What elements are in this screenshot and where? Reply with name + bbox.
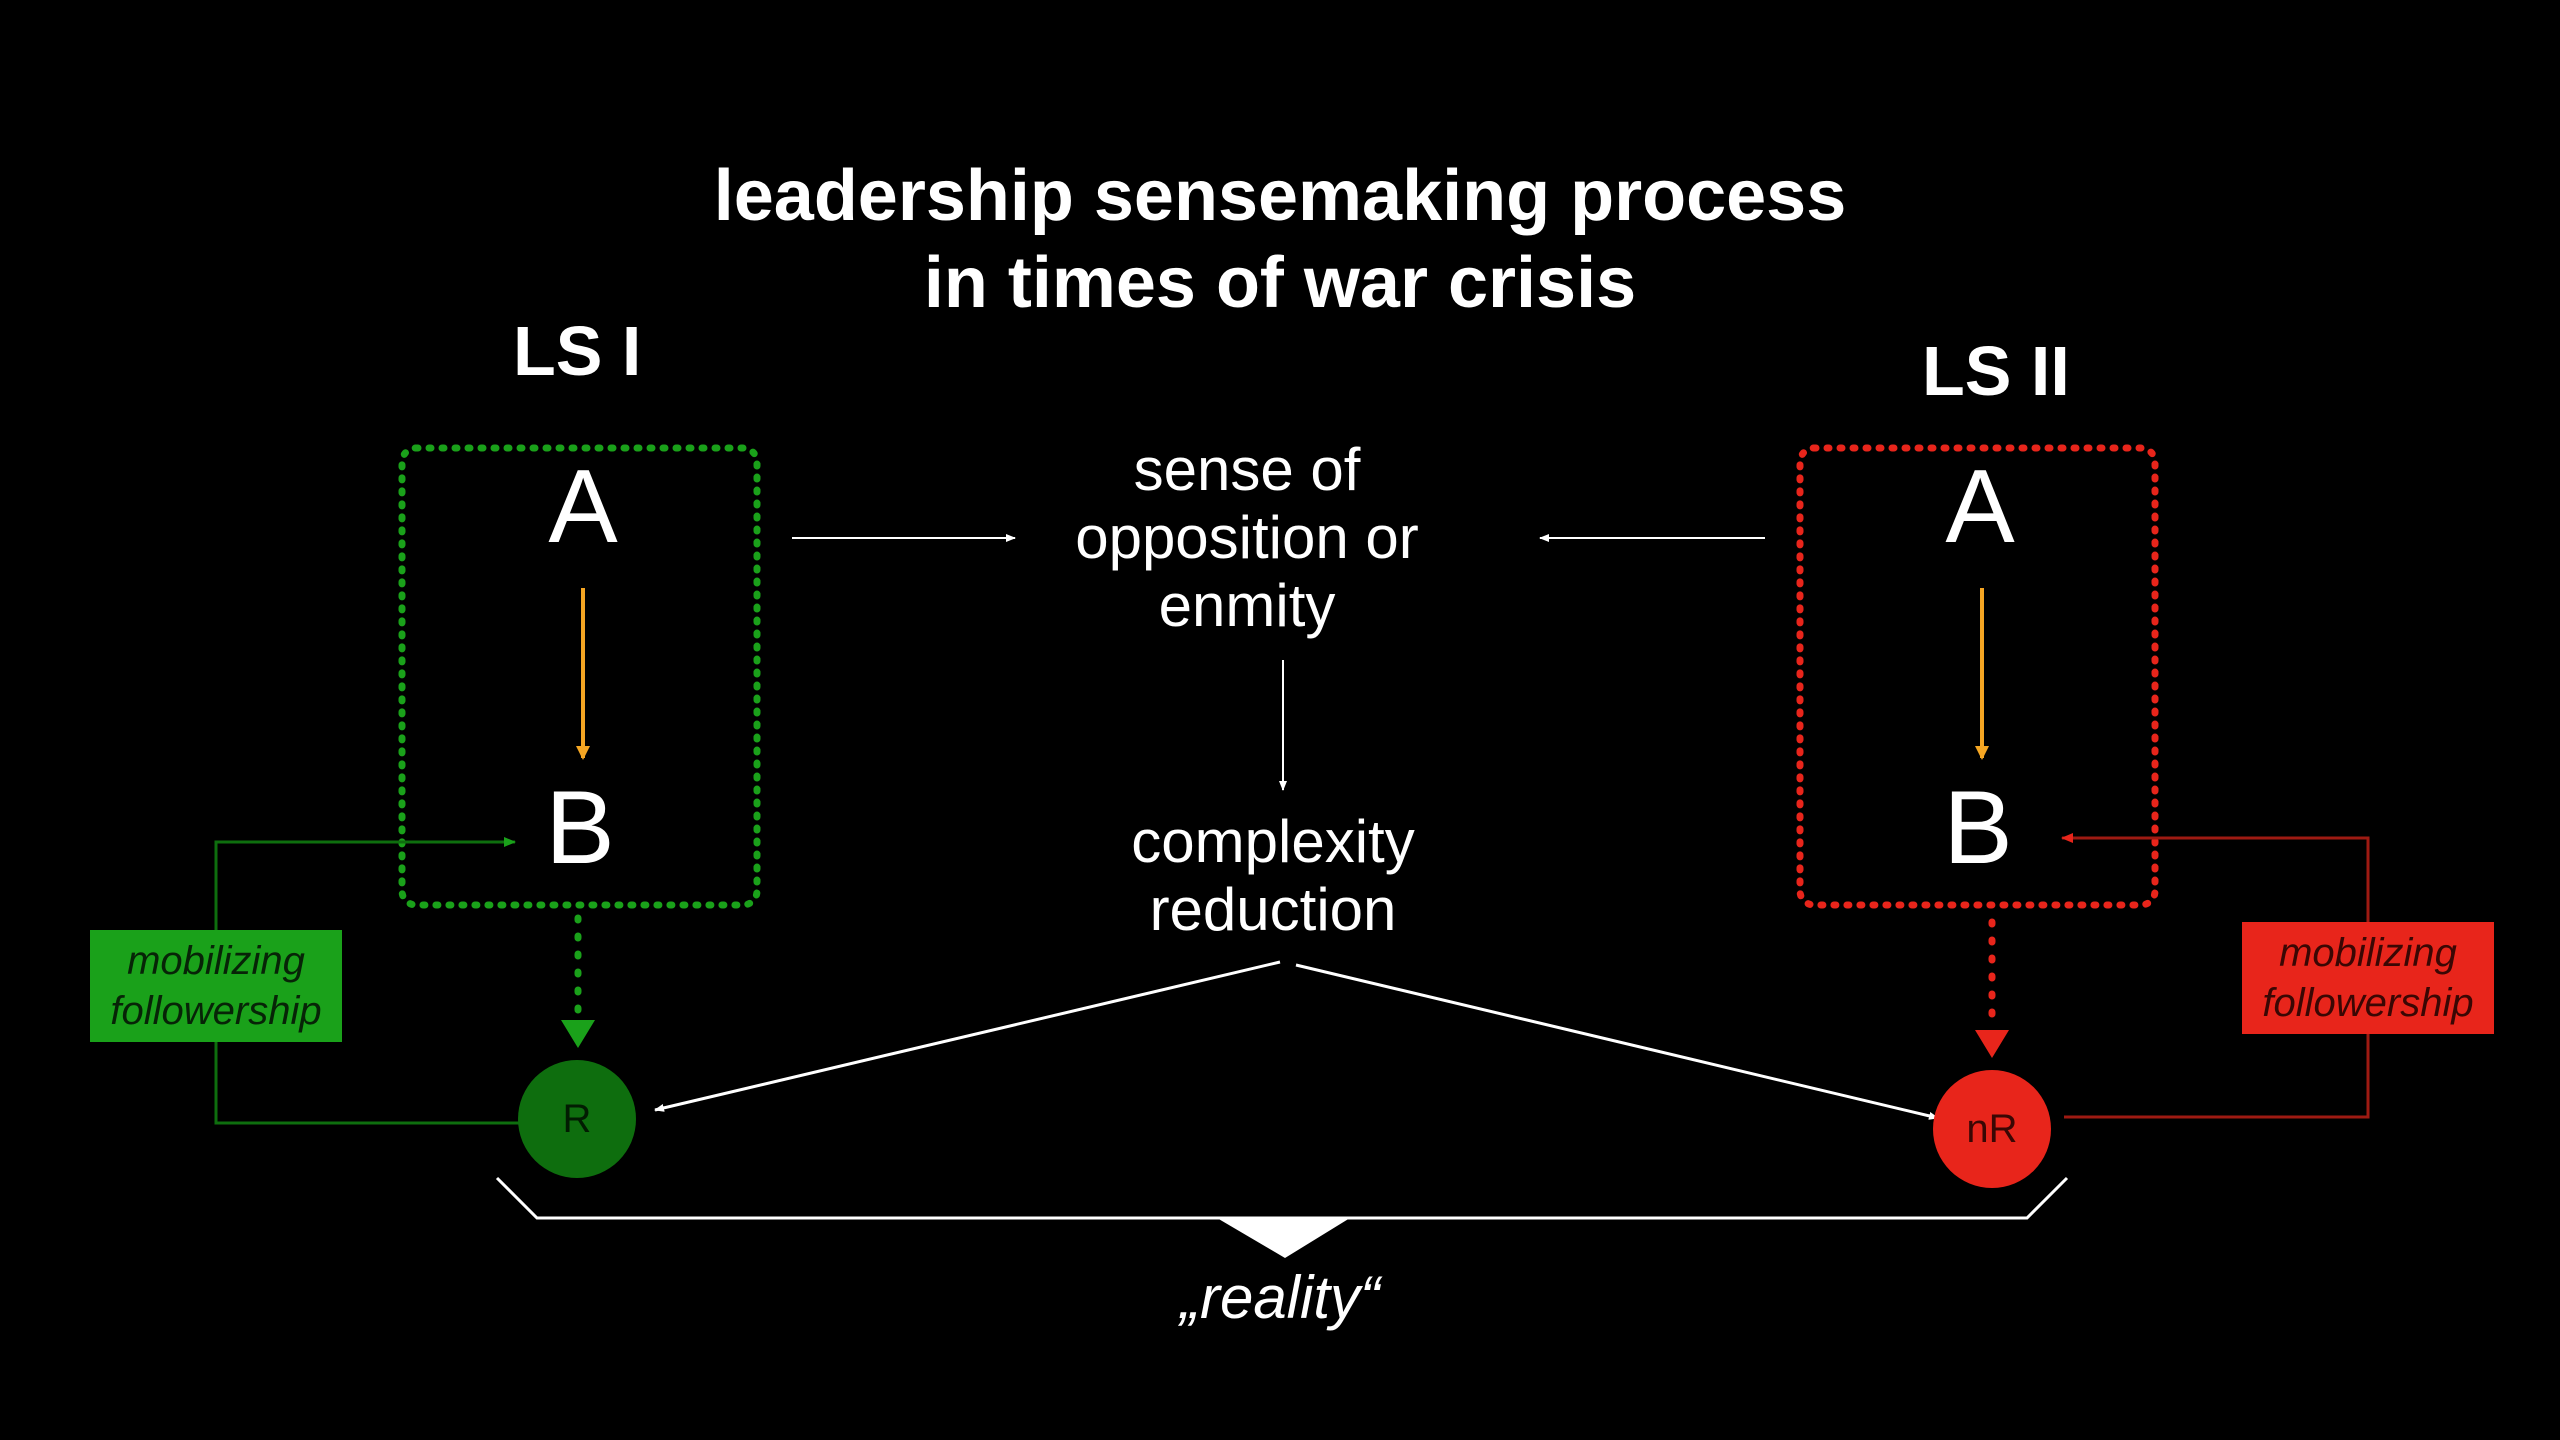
reality-brace-point bbox=[1217, 1218, 1350, 1258]
result-r-circle: R bbox=[518, 1060, 636, 1178]
ls2-label-a: A bbox=[1945, 449, 2015, 565]
opposition-line-1: sense of bbox=[1133, 436, 1361, 503]
title-line-2: in times of war crisis bbox=[923, 243, 1637, 323]
ls2-tag-line-2: followership bbox=[2262, 981, 2474, 1025]
ls1-tag-line-2: followership bbox=[110, 989, 322, 1033]
reality-brace bbox=[495, 1176, 2069, 1220]
opposition-line-3: enmity bbox=[1158, 572, 1336, 639]
result-nr-circle: nR bbox=[1933, 1070, 2051, 1188]
ls2-tag-line-1: mobilizing bbox=[2279, 931, 2457, 975]
ls1-tag-line-1: mobilizing bbox=[127, 939, 305, 983]
ls1-label-b: B bbox=[545, 770, 615, 886]
reduction-to-r-arrow bbox=[654, 960, 1281, 1112]
ls2-label-b: B bbox=[1943, 770, 2013, 886]
reduction-text: complexity reduction bbox=[923, 808, 1623, 944]
reduction-line-2: reduction bbox=[1149, 876, 1397, 943]
reduction-line-1: complexity bbox=[1131, 808, 1415, 875]
result-nr-label: nR bbox=[1966, 1106, 2018, 1151]
ls2-b-to-nr-arrowhead bbox=[1975, 1030, 2009, 1058]
opposition-text: sense of opposition or enmity bbox=[897, 436, 1597, 640]
reduction-to-nr-arrow bbox=[1295, 963, 1939, 1120]
ls1-b-to-r-arrowhead bbox=[561, 1020, 595, 1048]
ls1-box bbox=[398, 444, 761, 909]
result-r-label: R bbox=[562, 1096, 592, 1141]
ls2-followership-tag: mobilizing followership bbox=[2242, 922, 2494, 1034]
ls2-heading: LS II bbox=[1922, 332, 2070, 410]
title-line-1: leadership sensemaking process bbox=[713, 156, 1847, 236]
ls1-heading: LS I bbox=[513, 312, 642, 390]
ls1-label-a: A bbox=[548, 449, 618, 565]
ls2-box bbox=[1796, 444, 2159, 909]
opposition-line-2: opposition or bbox=[1075, 504, 1419, 571]
reality-label: „reality“ bbox=[1179, 1264, 1380, 1331]
ls1-followership-tag: mobilizing followership bbox=[90, 930, 342, 1042]
